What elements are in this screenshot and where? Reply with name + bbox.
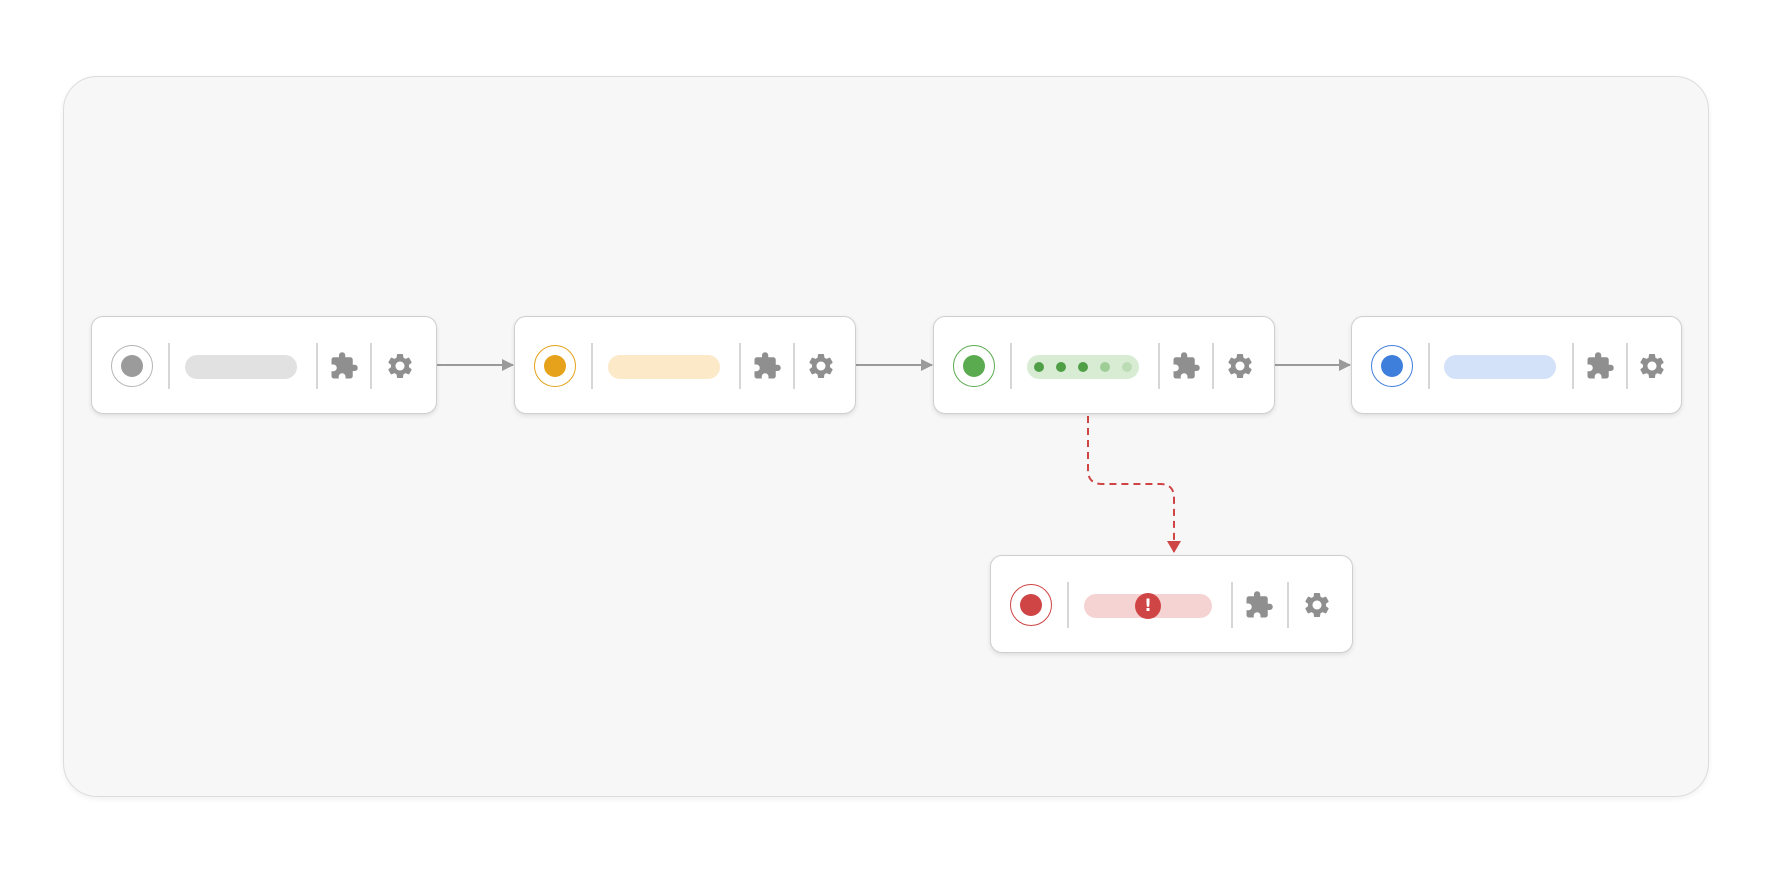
- divider: [370, 343, 372, 389]
- node-pending[interactable]: [514, 316, 856, 414]
- status-indicator-error: [1010, 584, 1052, 626]
- error-icon: !: [1135, 593, 1161, 619]
- divider: [1572, 343, 1574, 389]
- puzzle-icon[interactable]: [752, 351, 782, 381]
- workflow-canvas: [63, 76, 1709, 797]
- node-idle[interactable]: [91, 316, 437, 414]
- gear-icon[interactable]: [1637, 351, 1667, 381]
- gear-icon[interactable]: [1225, 351, 1255, 381]
- label-placeholder-idle: [185, 355, 297, 379]
- node-running[interactable]: [933, 316, 1275, 414]
- status-indicator-complete: [1371, 345, 1413, 387]
- node-error[interactable]: !: [990, 555, 1353, 653]
- divider: [793, 343, 795, 389]
- status-indicator-pending: [534, 345, 576, 387]
- progress-dot: [1100, 362, 1110, 372]
- progress-dot: [1034, 362, 1044, 372]
- divider: [316, 343, 318, 389]
- divider: [1287, 582, 1289, 628]
- gear-icon[interactable]: [1302, 590, 1332, 620]
- error-indicator: !: [1084, 593, 1212, 619]
- divider: [739, 343, 741, 389]
- divider: [1158, 343, 1160, 389]
- puzzle-icon[interactable]: [329, 351, 359, 381]
- progress-dot: [1122, 362, 1132, 372]
- divider: [1428, 343, 1430, 389]
- divider: [591, 343, 593, 389]
- node-complete[interactable]: [1351, 316, 1682, 414]
- divider: [1231, 582, 1233, 628]
- divider: [1212, 343, 1214, 389]
- puzzle-icon[interactable]: [1585, 351, 1615, 381]
- progress-dot: [1078, 362, 1088, 372]
- divider: [1010, 343, 1012, 389]
- label-placeholder-complete: [1444, 355, 1556, 379]
- divider: [1626, 343, 1628, 389]
- progress-indicator-running: [1027, 355, 1139, 379]
- puzzle-icon[interactable]: [1244, 590, 1274, 620]
- gear-icon[interactable]: [385, 351, 415, 381]
- label-placeholder-pending: [608, 355, 720, 379]
- divider: [1067, 582, 1069, 628]
- divider: [168, 343, 170, 389]
- puzzle-icon[interactable]: [1171, 351, 1201, 381]
- progress-dot: [1056, 362, 1066, 372]
- status-indicator-idle: [111, 345, 153, 387]
- status-indicator-running: [953, 345, 995, 387]
- gear-icon[interactable]: [806, 351, 836, 381]
